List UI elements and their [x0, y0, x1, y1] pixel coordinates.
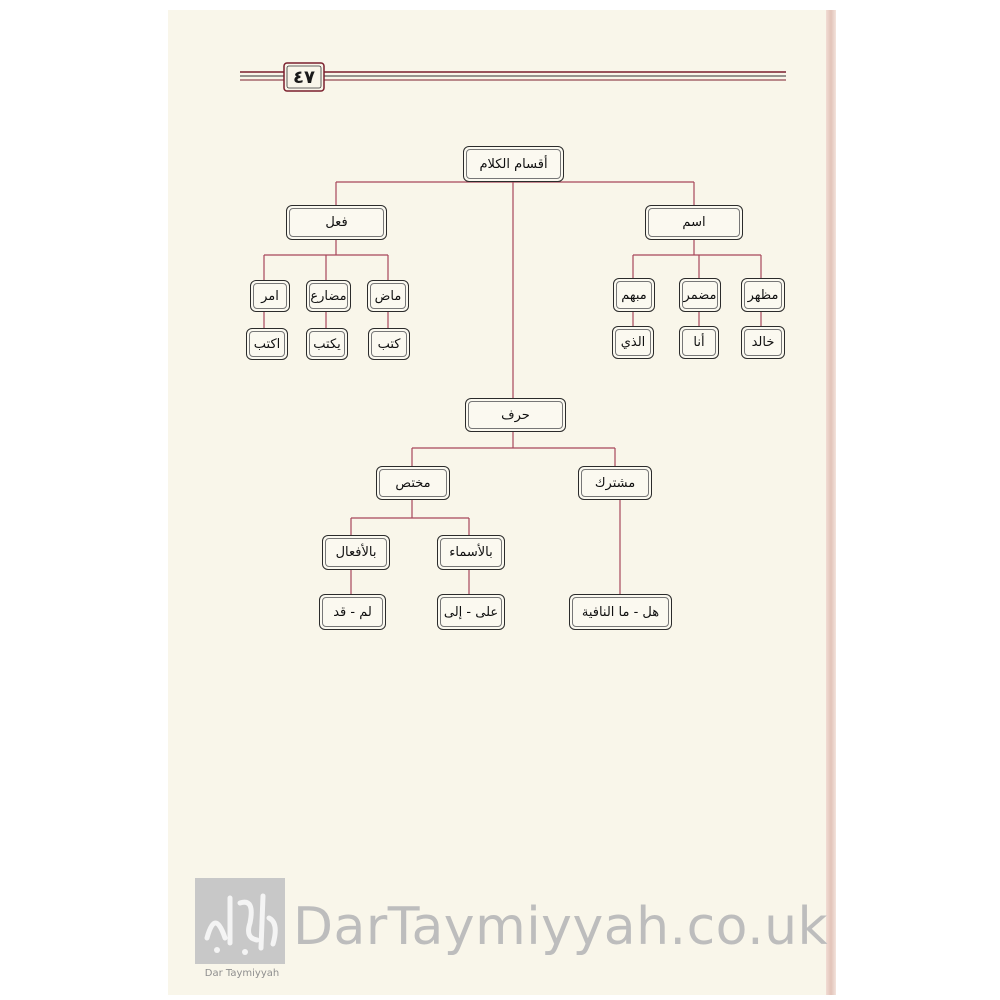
node-harf: حرف: [465, 398, 566, 432]
node-example-muzhar: خالد: [741, 326, 785, 359]
node-bil-asma: بالأسماء: [437, 535, 505, 570]
node-example-afal: لم - قد: [319, 594, 386, 630]
node-fil: فعل: [286, 205, 387, 240]
node-bil-afal: بالأفعال: [322, 535, 390, 570]
node-example-mushtarak: هل - ما النافية: [569, 594, 672, 630]
node-mudari: مضارع: [306, 280, 351, 312]
watermark-site: DarTaymiyyah.co.uk: [293, 897, 829, 957]
node-example-mudmar: أنا: [679, 326, 719, 359]
dar-taymiyyah-logo: [195, 878, 285, 964]
node-mudmar: مضمر: [679, 278, 721, 312]
node-example-asma: على - إلى: [437, 594, 505, 630]
node-amr: امر: [250, 280, 290, 312]
node-example-mudari: يكتب: [306, 328, 348, 360]
node-ism: اسم: [645, 205, 743, 240]
page-number: ٤٧: [293, 66, 315, 88]
node-example-mubham: الذي: [612, 326, 654, 359]
page-edge: [826, 10, 836, 995]
node-example-madi: كتب: [368, 328, 410, 360]
node-mushtarak: مشترك: [578, 466, 652, 500]
node-example-amr: اكتب: [246, 328, 288, 360]
node-root: أقسام الكلام: [463, 146, 564, 182]
node-mukhtass: مختص: [376, 466, 450, 500]
node-madi: ماض: [367, 280, 409, 312]
node-muzhar: مظهر: [741, 278, 785, 312]
node-mubham: مبهم: [613, 278, 655, 312]
watermark-brand-small: Dar Taymiyyah: [204, 968, 280, 979]
